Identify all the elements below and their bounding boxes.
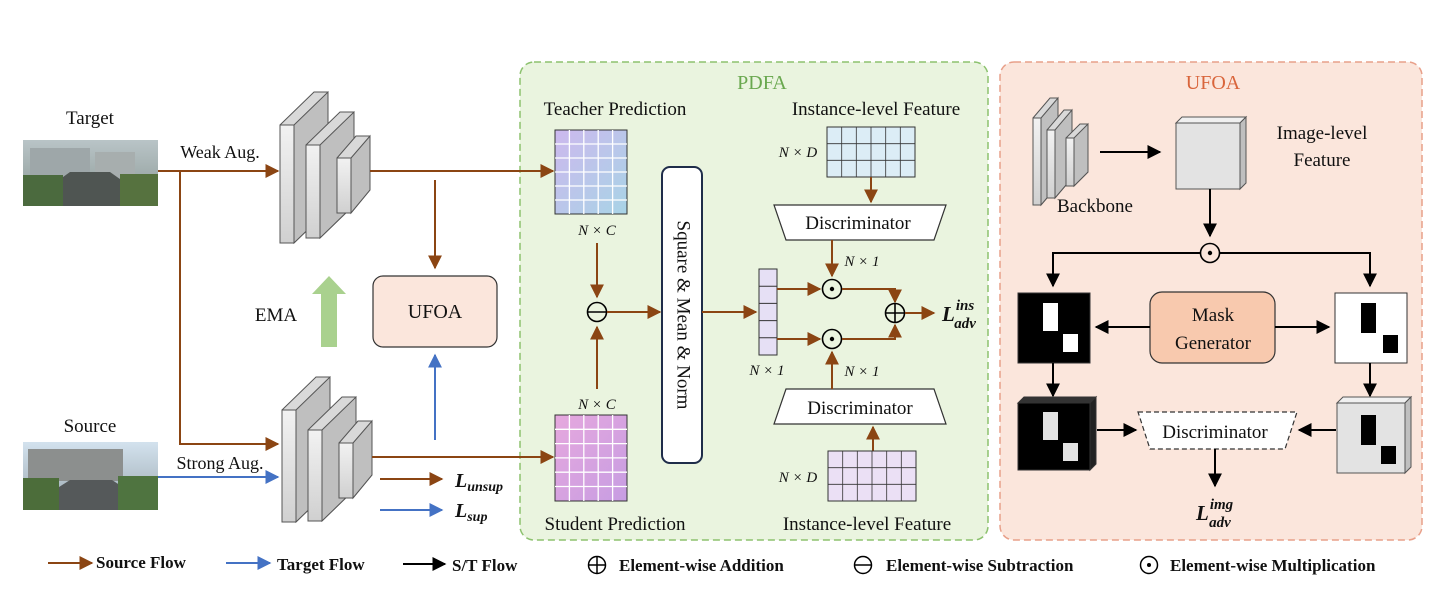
ufoa-multiplication-icon <box>1199 242 1221 264</box>
ufoa-discriminator-label: Discriminator <box>1162 422 1268 443</box>
image-feature-label-line2: Feature <box>1294 150 1351 171</box>
target-label: Target <box>66 108 115 129</box>
teacher-dim-label: N × C <box>577 223 617 239</box>
legend-subtraction: Element-wise Subtraction <box>886 556 1074 575</box>
instance-feature-bottom-label: Instance-level Feature <box>783 514 951 535</box>
addition-icon <box>884 302 906 324</box>
multiplication-bottom-icon <box>821 328 843 350</box>
weak-aug-label: Weak Aug. <box>180 142 260 162</box>
ufoa-discriminator-box <box>1137 411 1298 450</box>
legend: Source Flow Target Flow S/T Flow Element… <box>48 553 1376 575</box>
teacher-prediction-label: Teacher Prediction <box>544 99 687 120</box>
vector-dim-label: N × 1 <box>748 363 784 379</box>
student-dim-label: N × C <box>577 397 617 413</box>
student-network <box>281 375 373 524</box>
target-image <box>23 140 158 206</box>
mask-generator-line2: Generator <box>1175 333 1252 354</box>
mask-left <box>1017 292 1091 364</box>
source-image <box>23 442 158 510</box>
discriminator-bottom-label: Discriminator <box>807 398 913 419</box>
disc-top-dim-label: N × 1 <box>843 254 879 270</box>
strong-aug-label: Strong Aug. <box>176 453 263 473</box>
backbone-label: Backbone <box>1057 196 1133 217</box>
masked-feature-left <box>1016 395 1098 472</box>
student-prediction-grid <box>554 414 628 502</box>
mult-bottom-to-add-flow <box>842 323 902 340</box>
mult-top-to-add-flow <box>842 288 902 304</box>
loss-unsup: Lunsup <box>454 470 503 495</box>
legend-multiplication-icon <box>1139 555 1159 575</box>
mask-generator-line1: Mask <box>1192 305 1235 326</box>
feature-bottom-dim-label: N × D <box>778 470 818 486</box>
image-feature-label-line1: Image-level <box>1277 123 1368 144</box>
image-level-feature-cube <box>1174 115 1248 191</box>
ufoa-title: UFOA <box>1186 72 1241 94</box>
weight-vector <box>758 268 778 356</box>
teacher-prediction-grid <box>554 129 628 215</box>
ema-label: EMA <box>255 305 298 326</box>
student-prediction-label: Student Prediction <box>545 514 686 535</box>
source-label: Source <box>64 416 117 437</box>
legend-addition: Element-wise Addition <box>619 556 784 575</box>
discriminator-bottom-box <box>773 388 947 425</box>
legend-st-flow: S/T Flow <box>452 556 518 575</box>
disc-bottom-dim-label: N × 1 <box>843 364 879 380</box>
legend-source-flow: Source Flow <box>96 553 187 572</box>
source-to-strong-flow <box>179 171 280 451</box>
discriminator-top-label: Discriminator <box>805 213 911 234</box>
mult-to-left-mask-flow <box>1046 252 1200 288</box>
ufoa-module-label: UFOA <box>408 301 463 323</box>
ema-arrow-icon <box>312 276 346 347</box>
teacher-network <box>279 90 371 245</box>
multiplication-top-icon <box>821 278 843 300</box>
pdfa-title: PDFA <box>737 72 787 94</box>
instance-feature-bottom-grid <box>827 450 917 502</box>
square-mean-norm-box <box>661 166 703 464</box>
masked-feature-right <box>1335 395 1413 475</box>
mult-to-right-mask-flow <box>1220 252 1377 288</box>
legend-multiplication: Element-wise Multiplication <box>1170 556 1376 575</box>
feature-top-dim-label: N × D <box>778 145 818 161</box>
legend-addition-icon <box>587 555 607 575</box>
ufoa-module-box <box>372 275 498 348</box>
instance-feature-top-grid <box>826 126 916 178</box>
square-mean-norm-label: Square & Mean & Norm <box>673 221 694 410</box>
legend-subtraction-icon <box>853 555 873 575</box>
loss-sup: Lsup <box>454 500 487 525</box>
subtraction-icon <box>586 301 608 323</box>
legend-target-flow: Target Flow <box>277 555 365 574</box>
discriminator-top-box <box>773 204 947 241</box>
instance-feature-top-label: Instance-level Feature <box>792 99 960 120</box>
backbone-blocks <box>1032 96 1089 207</box>
mask-right <box>1334 292 1408 364</box>
